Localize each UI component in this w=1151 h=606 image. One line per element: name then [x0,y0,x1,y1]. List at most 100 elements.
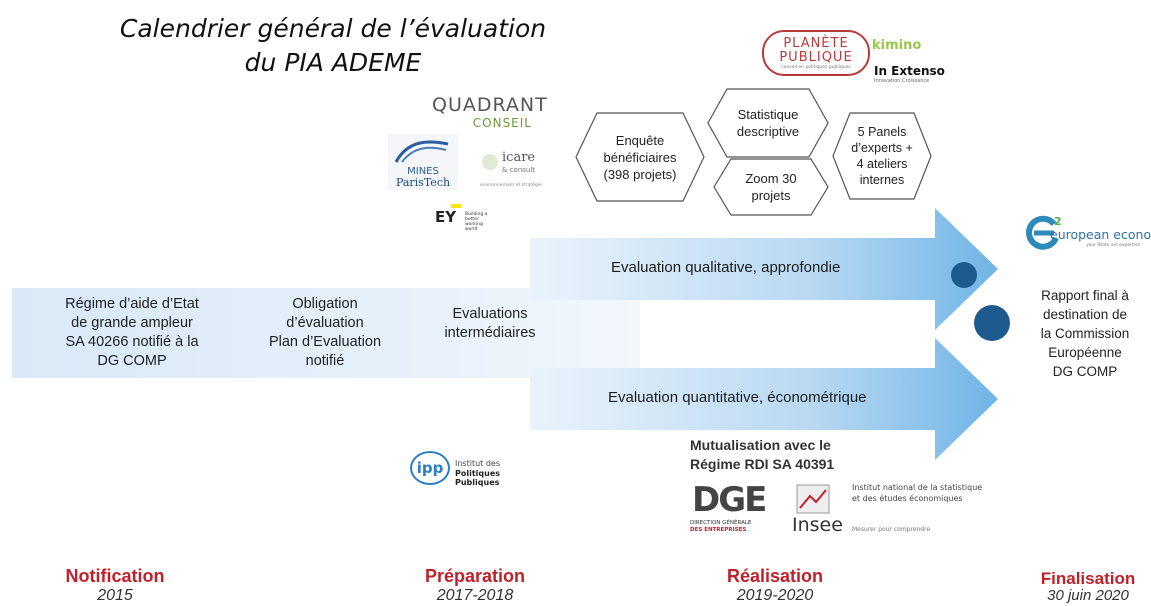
enquete-line-2: bénéficiaires [603,149,677,165]
title-line-2: du PIA ADEME [244,48,422,77]
obligation-line-4: notifié [305,353,345,369]
phase-date: 2017-2018 [436,587,514,604]
arrow-qualitative [530,208,1000,330]
inextenso-name: In Extenso [874,64,945,78]
planete-publique-logo: PLANÈTE PUBLIQUE conseil en politiques p… [762,30,870,76]
phase-name: Réalisation [726,566,824,586]
e2-mark-icon: 2 [1026,215,1062,250]
icare-consult-logo: icare & consult environnement et stratég… [480,150,542,195]
enquete-line-1: Enquête [615,132,665,148]
inextenso-tagline: Innovation Croissance [874,78,930,84]
hexagon-statistique: Statistique descriptive [707,88,829,158]
statistique-line-2: descriptive [736,124,800,139]
obligation-line-1: Obligation [292,296,358,312]
mutualisation-text: Mutualisation avec le Régime RDI SA 4039… [690,436,834,474]
panels-line-1: 5 Panels [857,125,907,139]
phase-date: 2015 [97,587,133,604]
hexagon-panels: 5 Panels d’experts + 4 ateliers internes [832,112,932,200]
icare-name: icare [502,150,536,165]
arrow-quantitative-label: Evaluation quantitative, économétrique [608,389,867,406]
ipp-logo: ipp Institut des Politiques Publiques [410,449,545,489]
timeline-item-intermediaires: Evaluations intermédiaires [425,305,555,343]
quadrant-sub: CONSEIL [472,116,532,130]
phase-name: Finalisation [1040,569,1136,588]
phase-name: Notification [65,566,165,586]
mutualisation-line-2: Régime RDI SA 40391 [690,456,835,472]
obligation-line-2: d’évaluation [286,315,364,331]
regime-line-2: de grande ampleur [71,315,193,331]
phase-finalisation: Finalisation 30 juin 2020 [1026,570,1150,604]
icare-sub: & consult [502,166,536,174]
insee-tagline: Mesurer pour comprendre [852,526,931,533]
planete-line-2: PUBLIQUE [779,50,853,65]
regime-line-3: SA 40266 notifié à la [65,334,199,350]
zoom-line-1: Zoom 30 [745,171,797,186]
panels-line-4: internes [859,173,905,187]
dge-mark: DGE [692,480,767,520]
phase-date: 30 juin 2020 [1047,587,1129,604]
timeline-band [12,288,640,378]
in-extenso-logo: In Extenso Innovation Croissance [874,65,945,85]
regime-line-1: Régime d’aide d’Etat [65,296,199,312]
ey-bar-icon [451,204,461,208]
final-report-text: Rapport final à destination de la Commis… [1022,286,1148,381]
final-line-1: Rapport final à [1041,288,1129,303]
phase-realisation: Réalisation 2019-2020 [700,566,850,605]
insee-mark-icon [796,484,830,514]
phase-name: Préparation [424,566,526,586]
phase-date: 2019-2020 [736,587,814,604]
icare-leaf-icon [482,154,498,170]
zoom-line-2: projets [751,188,791,203]
ey-name: EY [435,208,457,226]
panels-line-2: d’experts + [851,141,913,155]
european-name: european economics [1050,227,1151,242]
planete-tagline: conseil en politiques publiques [781,65,851,70]
milestone-dot [951,262,977,288]
planete-line-1: PLANÈTE [783,36,849,51]
panels-line-3: 4 ateliers [856,157,908,171]
regime-line-4: DG COMP [97,353,167,369]
quadrant-conseil-logo: QUADRANT CONSEIL [432,94,548,130]
svg-text:2: 2 [1054,215,1062,228]
ipp-line-1: Institut des [455,459,501,468]
final-line-3: la Commission [1040,326,1130,341]
european-tagline: your State aid expertise [1086,243,1141,248]
insee-logo: Insee Institut national de la statistiqu… [790,482,1000,538]
hexagon-zoom: Zoom 30 projets [713,158,829,216]
intermediaires-line-1: Evaluations [452,306,528,322]
dge-logo: DGE DIRECTION GÉNÉRALE DES ENTREPRISES [690,480,772,538]
final-line-4: Européenne [1048,345,1122,360]
milestone-dot [974,305,1010,341]
diagram-title: Calendrier général de l’évaluation du PI… [118,12,548,80]
title-line-1: Calendrier général de l’évaluation [119,14,547,43]
icare-tagline: environnement et stratégie [480,183,542,188]
european-economics-logo: 2 european economics your State aid expe… [1026,212,1151,254]
timeline-item-regime: Régime d’aide d’Etat de grande ampleur S… [42,295,222,371]
mines-name: MINES [407,166,439,177]
insee-line-2: et des études économiques [852,494,963,503]
phase-notification: Notification 2015 [40,566,190,605]
dge-line-2: DES ENTREPRISES [690,527,747,533]
enquete-line-3: (398 projets) [603,166,677,182]
final-line-2: destination de [1042,307,1128,322]
paristech-name: ParisTech [395,176,451,189]
dge-line-1: DIRECTION GÉNÉRALE [690,520,752,526]
ey-tagline: Building a better working world [465,212,488,232]
kimino-logo: kimino [872,38,922,53]
quadrant-name: QUADRANT [432,94,548,116]
arrow-qualitative-label: Evaluation qualitative, approfondie [611,259,841,276]
insee-line-1: Institut national de la statistique [852,483,983,492]
ipp-mark: ipp [410,451,450,485]
arrow-quantitative [530,338,1000,460]
ey-logo: EY Building a better working world [433,204,495,232]
obligation-line-3: Plan d’Evaluation [268,334,382,350]
statistique-line-1: Statistique [737,107,799,122]
timeline-item-obligation: Obligation d’évaluation Plan d’Evaluatio… [250,295,400,371]
phase-preparation: Préparation 2017-2018 [400,566,550,605]
hexagon-enquete: Enquête bénéficiaires (398 projets) [575,112,705,202]
mines-paristech-logo: MINES ParisTech [388,134,458,190]
insee-name: Insee [792,514,843,536]
intermediaires-line-2: intermédiaires [444,325,536,341]
mutualisation-line-1: Mutualisation avec le [690,437,831,453]
final-line-5: DG COMP [1052,364,1118,379]
